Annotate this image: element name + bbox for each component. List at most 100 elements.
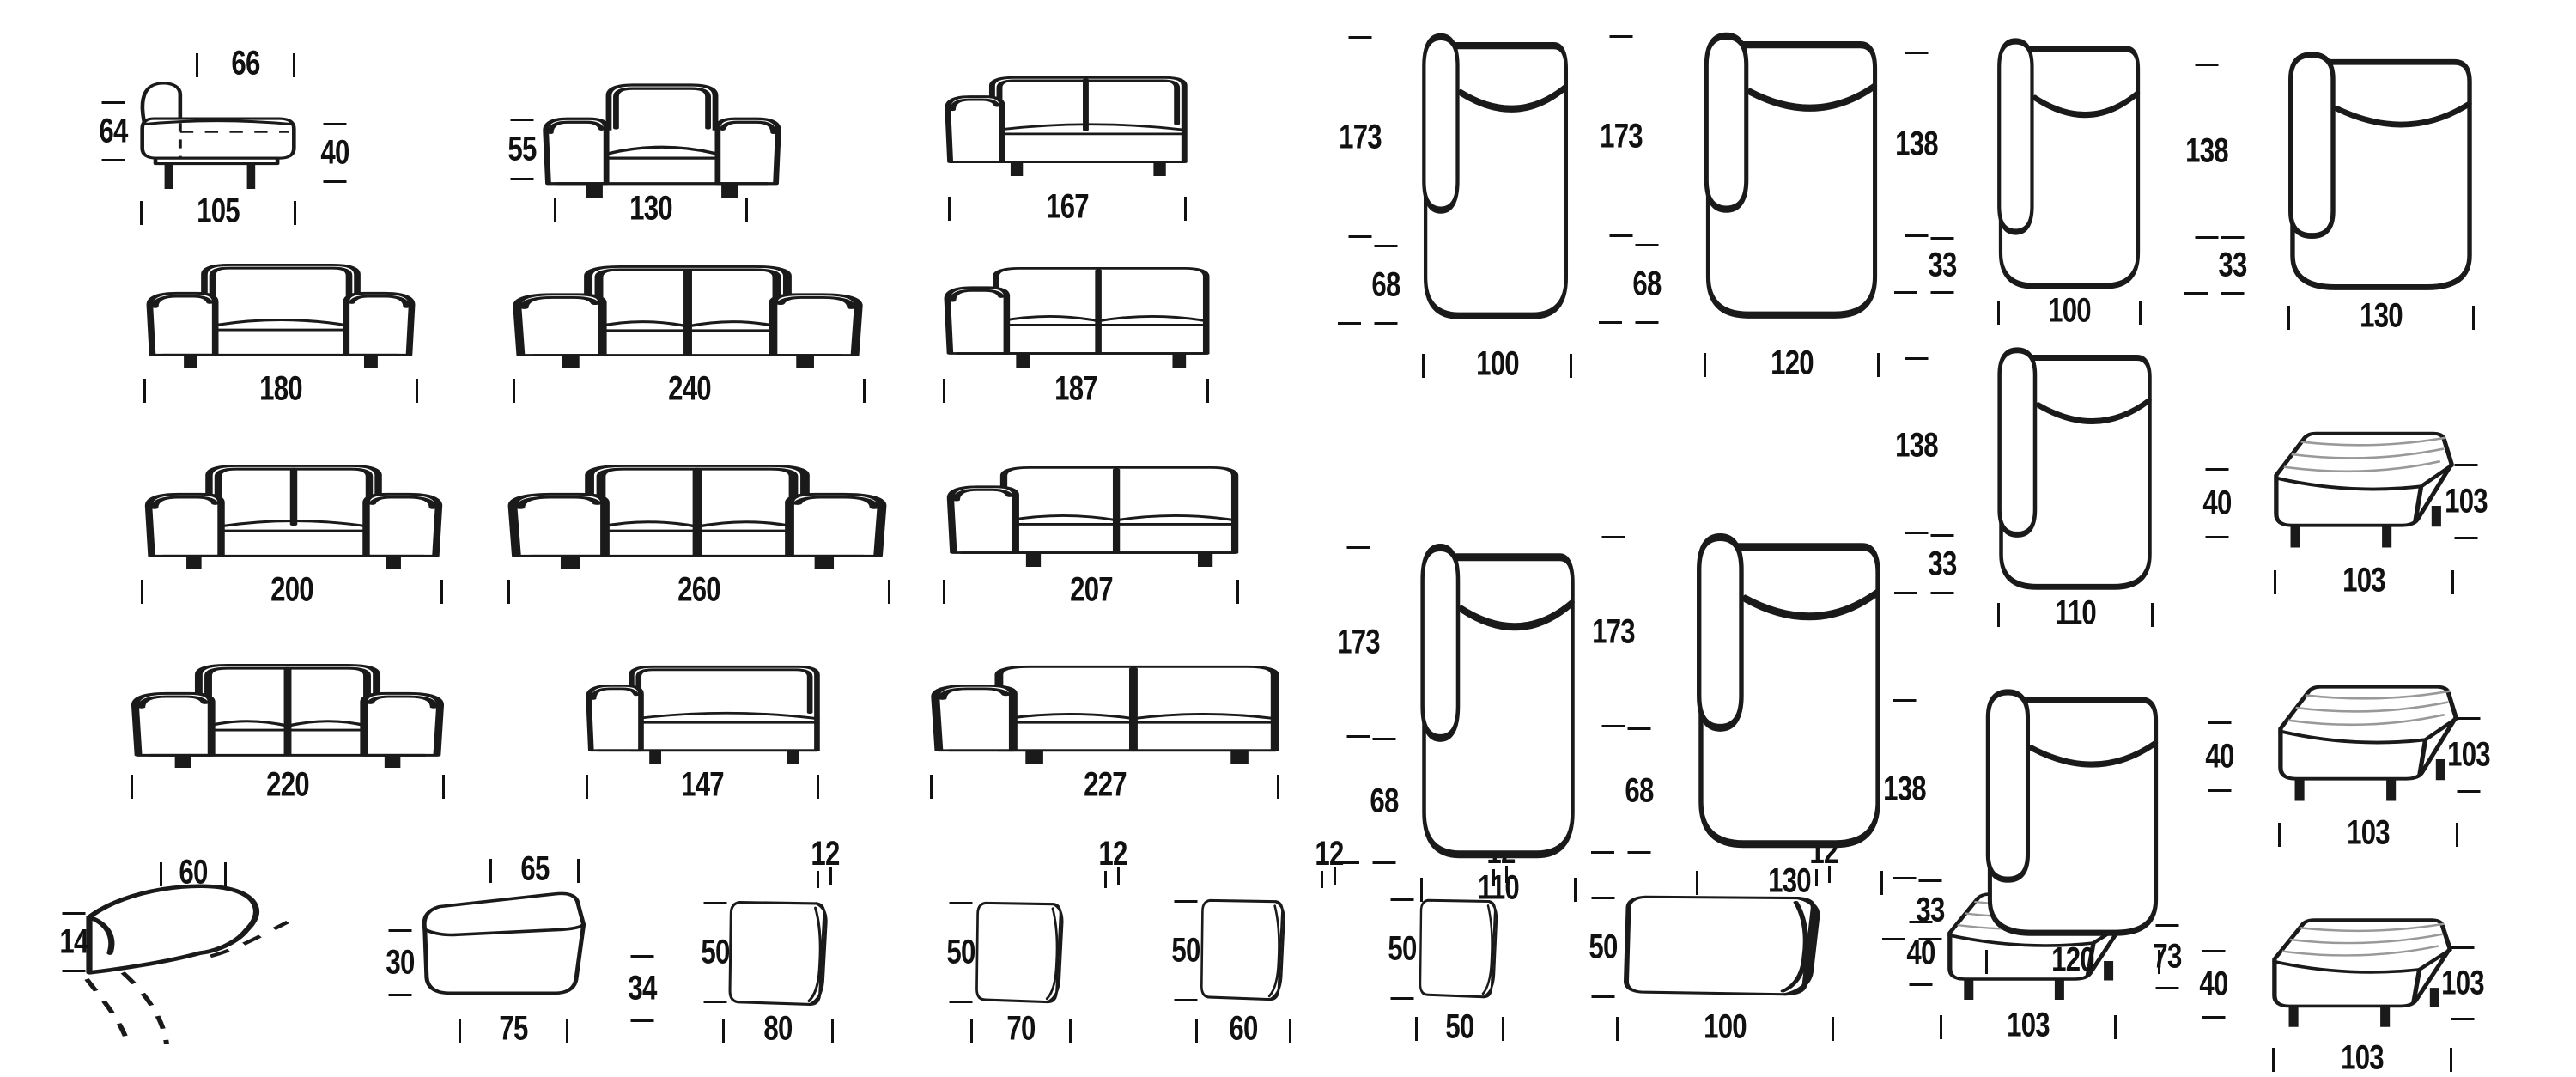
cushion-75-drawing: [410, 886, 591, 1013]
dim-module-138-120-length: 138: [1880, 699, 1929, 879]
module-138-100-drawing: [1995, 36, 2144, 294]
dim-module-120-seat: 68: [1623, 244, 1671, 324]
dim-module-110-seat: 68: [1360, 738, 1408, 864]
module-138-130-drawing: [2285, 50, 2477, 295]
dim-module-120-bottom: 120: [1704, 344, 1880, 382]
dim-sofa-207-bottom: 207: [943, 571, 1239, 609]
dim-sofa-260-bottom: 260: [507, 571, 890, 609]
dim-cushion-80-left: 50: [691, 902, 739, 1003]
headrest-drawing: [82, 881, 339, 1044]
dim-cushion-60-depth: 12: [1310, 835, 1348, 891]
dim-module-100-seat: 68: [1362, 245, 1410, 325]
dim-sofa-220-bottom: 220: [131, 766, 445, 804]
sofa-220-drawing: [129, 663, 447, 768]
dim-module-100-bottom: 100: [1422, 345, 1572, 383]
cushion-80-drawing: [728, 901, 828, 1006]
sofa-207-drawing: [945, 465, 1241, 567]
dim-module-138-120-bottom: 120: [1985, 941, 2160, 979]
dim-module-138-110-seat: 33: [1918, 534, 1966, 594]
dim-cushion-75-right: 34: [618, 955, 666, 1022]
dim-cushion-70-left: 50: [937, 902, 985, 1003]
dim-cushion-50-bottom: 50: [1415, 1008, 1504, 1046]
dim-pouf-73-bottom: 103: [1940, 1007, 2117, 1044]
dim-module-138-130-bottom: 130: [2287, 297, 2475, 335]
dim-cushion-70-bottom: 70: [970, 1010, 1072, 1048]
dim-sofa-side-left: 64: [89, 101, 137, 161]
dim-module-138-100-seat: 33: [1918, 237, 1966, 294]
dim-cushion-100-left: 50: [1579, 897, 1627, 998]
cushion-60-drawing: [1200, 898, 1285, 1001]
dim-module-138-120-seat: 33: [1906, 879, 1954, 940]
dim-pouf-103-2-left: 40: [2196, 721, 2244, 792]
dim-cushion-70-depth: 12: [1094, 835, 1132, 891]
dash: [1336, 861, 1359, 864]
dim-sofa-side-top: 66: [196, 45, 295, 82]
dim-sofa-side-bottom: 105: [140, 192, 296, 230]
dim-pouf-103-3-right: 103: [2439, 946, 2487, 1020]
pouf-103-3-drawing: [2267, 912, 2458, 1043]
dim-cushion-60-left: 50: [1162, 900, 1210, 1001]
dim-sofa-227-bottom: 227: [930, 766, 1279, 804]
dim-headrest-left: 14: [50, 912, 98, 972]
dim-module-138-100-bottom: 100: [1997, 292, 2142, 330]
sofa-167-drawing: [943, 76, 1189, 176]
sofa-side-drawing: [136, 79, 301, 189]
dim-sofa-side-right: 40: [311, 123, 359, 183]
dim-module-100-length: 173: [1336, 36, 1384, 238]
dim-module-138-110-length: 138: [1893, 357, 1941, 534]
sofa-180-drawing: [144, 263, 417, 368]
dim-module-130-length: 173: [1589, 536, 1637, 727]
dim-cushion-75-bottom: 75: [459, 1010, 568, 1048]
dim-pouf-103-1-bottom: 103: [2274, 562, 2454, 599]
dash: [2184, 292, 2208, 295]
dim-module-130-bottom: 130: [1696, 862, 1883, 900]
dim-cushion-60-bottom: 60: [1195, 1010, 1291, 1048]
pouf-103-2-drawing: [2273, 678, 2464, 818]
module-110-drawing: [1418, 541, 1579, 864]
dim-sofa-240-bottom: 240: [513, 370, 866, 408]
armchair-drawing: [541, 82, 783, 198]
sofa-260-drawing: [505, 464, 890, 569]
dim-pouf-103-3-left: 40: [2190, 950, 2238, 1019]
dim-module-130-seat: 68: [1615, 727, 1663, 854]
dim-sofa-187-bottom: 187: [943, 370, 1209, 408]
dash: [1882, 938, 1905, 940]
sofa-147-drawing: [584, 665, 822, 764]
dim-cushion-50-left: 50: [1378, 898, 1426, 1000]
dash: [1894, 592, 1917, 594]
dim-headrest-top: 60: [160, 854, 227, 891]
dash: [1894, 291, 1917, 294]
cushion-100-drawing: [1618, 891, 1832, 1000]
dash: [1591, 851, 1614, 854]
sofa-200-drawing: [143, 464, 445, 569]
dim-pouf-103-1-right: 103: [2442, 464, 2490, 539]
sofa-240-drawing: [510, 265, 866, 368]
module-100-drawing: [1419, 31, 1572, 325]
dim-module-138-110-bottom: 110: [1997, 594, 2154, 632]
dim-cushion-100-bottom: 100: [1616, 1008, 1834, 1046]
dim-cushion-80-bottom: 80: [722, 1010, 834, 1048]
module-130-drawing: [1693, 531, 1886, 854]
dash: [1338, 322, 1361, 325]
dim-module-138-130-length: 138: [2183, 64, 2231, 239]
dim-sofa-200-bottom: 200: [141, 571, 443, 609]
sofa-227-drawing: [928, 665, 1282, 764]
dash: [1599, 321, 1622, 324]
dim-sofa-180-bottom: 180: [143, 370, 418, 408]
pouf-103-1-drawing: [2269, 425, 2459, 564]
cushion-50-drawing: [1419, 898, 1498, 999]
dim-module-110-bottom: 110: [1420, 869, 1577, 907]
dim-pouf-103-1-left: 40: [2193, 468, 2241, 538]
dim-armchair-bottom: 130: [554, 190, 748, 228]
module-120-drawing: [1701, 30, 1882, 324]
dim-cushion-75-left: 30: [376, 929, 424, 996]
dim-pouf-103-2-bottom: 103: [2278, 814, 2458, 852]
dim-sofa-167-bottom: 167: [948, 188, 1187, 226]
module-138-110-drawing: [1995, 345, 2156, 594]
module-138-120-drawing: [1983, 687, 2163, 940]
dim-module-138-130-seat: 33: [2208, 236, 2257, 295]
dim-cushion-75-top: 65: [489, 850, 580, 888]
dim-pouf-103-3-bottom: 103: [2272, 1039, 2452, 1077]
dim-pouf-103-2-right: 103: [2445, 717, 2493, 793]
